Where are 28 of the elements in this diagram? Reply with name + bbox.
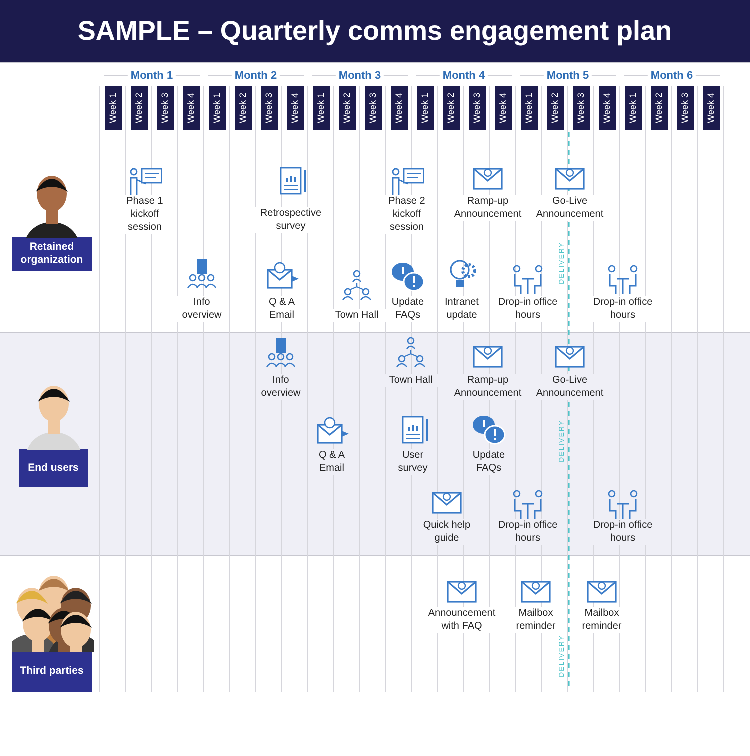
- week-header: Week 4: [390, 86, 408, 130]
- lane-label: Retained organization: [12, 237, 92, 271]
- week-header: Week 4: [494, 86, 512, 130]
- week-header: Week 2: [234, 86, 252, 130]
- week-header: Week 3: [676, 86, 694, 130]
- week-header: Week 2: [650, 86, 668, 130]
- week-header: Week 4: [598, 86, 616, 130]
- week-header: Week 1: [208, 86, 226, 130]
- week-header: Week 1: [416, 86, 434, 130]
- week-header: Week 2: [338, 86, 356, 130]
- week-header: Week 3: [468, 86, 486, 130]
- week-header: Week 1: [104, 86, 122, 130]
- week-header: Week 3: [156, 86, 174, 130]
- lane-label: Third parties: [12, 650, 92, 692]
- week-header: Week 4: [702, 86, 720, 130]
- week-header: Week 3: [364, 86, 382, 130]
- lane-label: End users: [19, 449, 88, 487]
- week-header: Week 2: [546, 86, 564, 130]
- week-header: Week 4: [182, 86, 200, 130]
- week-header: Week 2: [130, 86, 148, 130]
- week-header: Week 1: [520, 86, 538, 130]
- title: SAMPLE – Quarterly comms engagement plan: [0, 0, 750, 62]
- week-header: Week 1: [312, 86, 330, 130]
- week-header: Week 1: [624, 86, 642, 130]
- week-header: Week 2: [442, 86, 460, 130]
- week-header: Week 4: [286, 86, 304, 130]
- week-header: Week 3: [260, 86, 278, 130]
- week-header: Week 3: [572, 86, 590, 130]
